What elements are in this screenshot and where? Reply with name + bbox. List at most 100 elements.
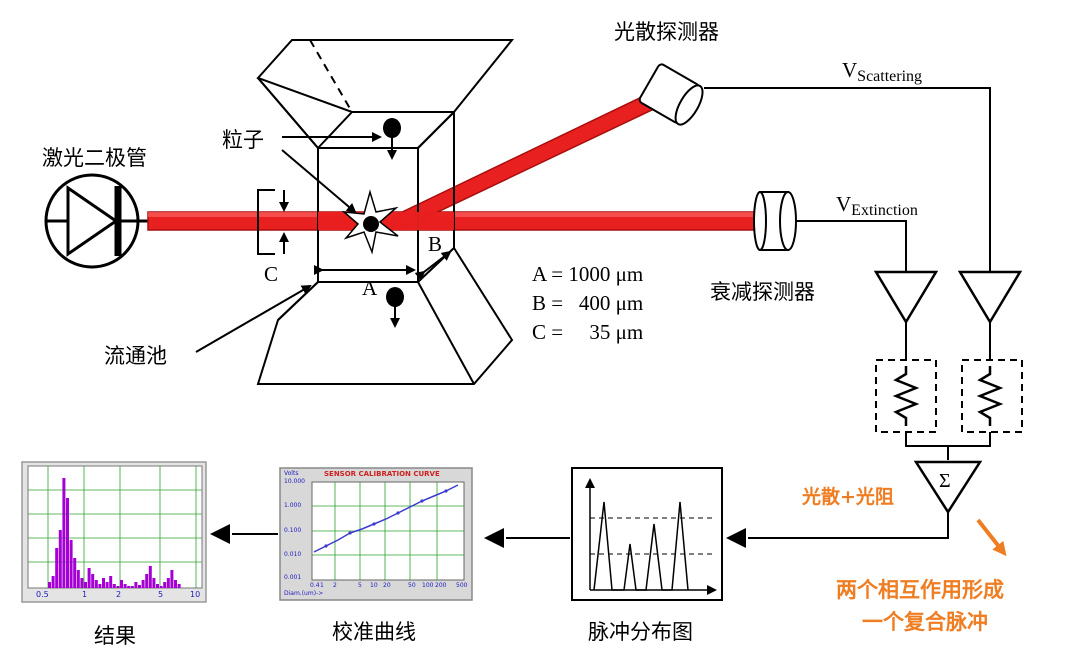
resistor-scattering [961, 359, 1023, 433]
histogram-bar [66, 498, 69, 588]
calibration-x-unit: Diam.(um)-> [284, 590, 324, 597]
histogram-bar [138, 585, 141, 588]
combined-signal-label: 光散+光阻 [802, 486, 894, 508]
histogram-bar [127, 586, 131, 588]
particle-scattering [341, 189, 399, 255]
particle-label: 粒子 [222, 128, 264, 152]
combined-pulse-text-2: 一个复合脉冲 [862, 610, 988, 634]
histogram-bar [166, 578, 170, 588]
histogram-bar [163, 582, 167, 588]
result-label: 结果 [94, 624, 136, 648]
histogram-bar [174, 580, 177, 588]
resistor-extinction [875, 359, 937, 433]
signal-wires [704, 87, 991, 539]
histogram-bar [130, 586, 134, 588]
flow-arrow-to-calibration [484, 528, 570, 548]
spec-b: B = 400 μm [532, 291, 644, 315]
histogram-bar [112, 584, 116, 588]
result-chart [21, 461, 207, 603]
histogram-bar [120, 580, 123, 588]
summing-amplifier [913, 460, 983, 515]
histogram-bar [105, 582, 109, 588]
result-x-tick: 0.5 [36, 590, 49, 599]
pulse-distribution-label: 脉冲分布图 [588, 620, 693, 644]
calibration-y-tick: 0.100 [284, 527, 302, 534]
dimension-c-label: C [264, 262, 279, 286]
laser-diode-symbol [44, 173, 150, 269]
extinction-detector-label: 衰减探测器 [710, 280, 815, 304]
histogram-bar [91, 574, 95, 588]
histogram-bar [62, 478, 66, 588]
laser-diode-label: 激光二极管 [42, 146, 147, 170]
histogram-bar [51, 576, 55, 588]
calibration-x-tick: 20 [383, 582, 391, 589]
calibration-x-tick: 2 [333, 582, 337, 589]
scatter-beam [397, 93, 658, 230]
histogram-bar [145, 574, 149, 588]
amplifier-extinction [873, 270, 939, 325]
histogram-bar [69, 540, 73, 588]
calibration-x-tick: 5 [358, 582, 362, 589]
calibration-x-tick: 200 [435, 582, 447, 589]
calibration-x-tick: 500 [456, 582, 468, 589]
calibration-curve-label: 校准曲线 [332, 620, 416, 644]
histogram-bar [84, 582, 87, 588]
spec-c: C = 35 μm [532, 320, 644, 344]
particle-bottom [386, 287, 404, 328]
flow-cell-pointer-arrow [195, 284, 312, 353]
pulse-distribution-chart [571, 467, 723, 601]
calibration-chart-title: SENSOR CALIBRATION CURVE [324, 470, 440, 478]
histogram-bar [48, 582, 51, 588]
histogram-bar [141, 580, 145, 588]
histogram-bar [80, 578, 84, 588]
flow-arrow-to-result [210, 524, 278, 544]
histogram-bar [148, 566, 152, 588]
histogram-bar [134, 582, 138, 588]
spec-a: A = 1000 μm [532, 262, 644, 286]
calibration-x-tick: 0.4 [310, 582, 320, 589]
combined-pulse-arrow [976, 518, 1007, 557]
histogram-bar [152, 578, 156, 588]
histogram-bar [94, 580, 98, 588]
calibration-x-tick: 50 [408, 582, 416, 589]
histogram-bar [156, 584, 159, 588]
flow-arrow-to-pulse [726, 528, 746, 548]
histogram-bar [87, 568, 91, 588]
histogram-bar [159, 586, 163, 588]
calibration-y-tick: 0.001 [284, 574, 302, 581]
histogram-bar [177, 584, 181, 588]
calibration-y-unit: Volts [284, 470, 299, 477]
combined-pulse-text-1: 两个相互作用形成 [836, 578, 1004, 602]
scatter-detector-label: 光散探测器 [614, 20, 719, 44]
result-x-tick: 10 [190, 590, 201, 599]
sigma-label: Σ [939, 470, 951, 492]
histogram-bar [116, 586, 120, 588]
histogram-bar [98, 584, 102, 588]
histogram-bar [102, 578, 105, 588]
scatter-detector [638, 63, 704, 126]
particle-pointer-arrow-2 [281, 149, 357, 214]
calibration-x-tick: 10 [370, 582, 378, 589]
calibration-y-tick: 1.000 [284, 502, 302, 509]
result-x-tick: 5 [158, 590, 164, 599]
v-scattering-label: VScattering [842, 58, 923, 85]
result-x-tick: 1 [82, 590, 88, 599]
particle-top [383, 118, 401, 160]
calibration-x-tick: 1 [320, 582, 324, 589]
calibration-y-tick: 0.010 [284, 551, 302, 558]
calibration-y-tick: 10.000 [284, 478, 305, 485]
v-extinction-label: VExtinction [836, 192, 918, 219]
dimension-a-label: A [362, 276, 378, 300]
histogram-bar [55, 548, 59, 588]
histogram-bar [76, 570, 80, 588]
histogram-bar [123, 584, 127, 588]
calibration-chart [279, 467, 473, 601]
histogram-bar [109, 576, 113, 588]
amplifier-scattering [957, 270, 1023, 325]
dimension-b-arrow [414, 250, 452, 281]
dimension-c-bracket [257, 189, 289, 255]
extinction-detector [753, 191, 797, 251]
flow-cell-label: 流通池 [104, 344, 167, 368]
result-x-tick: 2 [116, 590, 122, 599]
